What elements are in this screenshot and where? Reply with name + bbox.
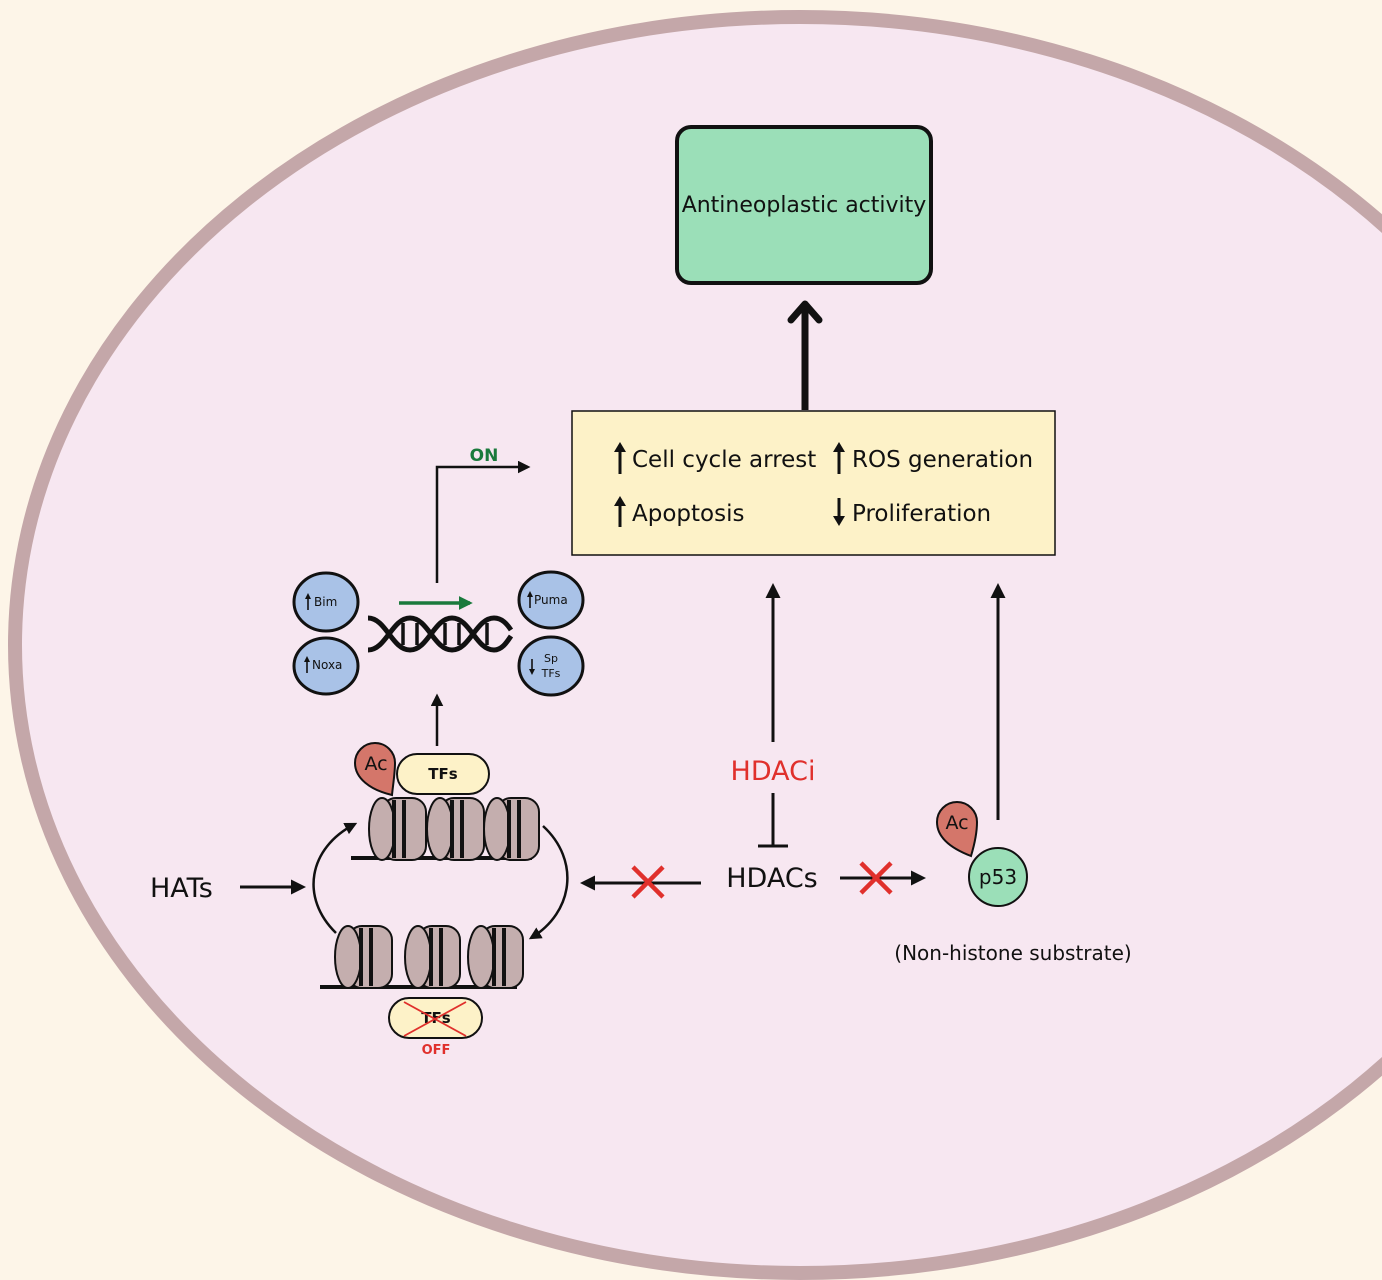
- nucleosome-icon: [426, 797, 485, 861]
- nucleosome-icon: [467, 925, 524, 989]
- hdacs-to-chromatin-arrow: [580, 865, 701, 899]
- puma-label: Puma: [534, 593, 568, 607]
- proliferation-label: Proliferation: [852, 501, 991, 527]
- cell-cycle-arrest-label: Cell cycle arrest: [632, 447, 816, 473]
- antineoplastic-activity-label: Antineoplastic activity: [682, 193, 927, 218]
- open-chromatin: [351, 797, 540, 861]
- p53-node: p53: [968, 847, 1028, 907]
- hdacs-label: HDACs: [726, 863, 818, 894]
- gene-noxa: Noxa: [292, 636, 360, 696]
- down-arrow-icon: [529, 659, 535, 675]
- tfs-active-pill: TFs: [396, 753, 490, 795]
- up-arrow-icon: [304, 656, 310, 673]
- x-mark-icon: [859, 861, 893, 895]
- hdaci-label: HDACi: [731, 756, 816, 787]
- acetyl-histone-label: Ac: [364, 753, 387, 775]
- up-arrow-icon: [614, 496, 626, 527]
- up-arrow-icon: [305, 593, 311, 610]
- up-arrow-icon: [527, 591, 533, 608]
- bim-label: Bim: [314, 595, 337, 609]
- acetylation-cycle-arrows: [312, 822, 569, 940]
- nucleosome-icon: [334, 925, 393, 989]
- noxa-label: Noxa: [312, 658, 342, 672]
- tfs-inactive-pill: TFs OFF: [388, 997, 483, 1058]
- x-mark-icon: [403, 1001, 467, 1037]
- dna-helix-icon: [367, 615, 514, 653]
- up-arrow-icon: [833, 442, 845, 474]
- hats-label: HATs: [150, 873, 213, 904]
- nucleosome-icon: [404, 925, 461, 989]
- non-histone-substrate-label: (Non-histone substrate): [894, 941, 1131, 965]
- gene-bim: Bim: [292, 571, 360, 633]
- acetyl-tag-histone: Ac: [353, 742, 397, 797]
- on-activation-arrow: ON: [435, 446, 531, 583]
- gene-puma: Puma: [517, 570, 585, 630]
- p53-label: p53: [979, 865, 1017, 889]
- acetyl-p53-label: Ac: [945, 812, 968, 834]
- antineoplastic-activity-box: Antineoplastic activity: [675, 125, 933, 285]
- apoptosis-label: Apoptosis: [632, 501, 744, 527]
- x-mark-icon: [631, 865, 665, 899]
- closed-chromatin: [320, 925, 524, 989]
- nucleosome-icon: [483, 797, 540, 861]
- ros-generation-label: ROS generation: [852, 447, 1033, 473]
- gene-sp-tfs: Sp TFs: [517, 635, 585, 697]
- off-label: OFF: [422, 1043, 451, 1058]
- tfs-active-label: TFs: [428, 765, 457, 783]
- sp-tfs-label: TFs: [541, 667, 561, 680]
- nucleosome-icon: [368, 797, 427, 861]
- hdaci-inhibition-bar: [758, 793, 788, 848]
- down-arrow-icon: [833, 498, 845, 526]
- acetyl-tag-p53: Ac: [935, 801, 979, 858]
- on-label: ON: [470, 446, 499, 466]
- cellular-effects-box: Cell cycle arrest ROS generation Apoptos…: [571, 410, 1056, 556]
- sp-label: Sp: [544, 652, 558, 665]
- outcome-arrow: [787, 300, 823, 410]
- up-arrow-icon: [614, 442, 626, 474]
- hdacs-to-p53-arrow: [840, 861, 926, 895]
